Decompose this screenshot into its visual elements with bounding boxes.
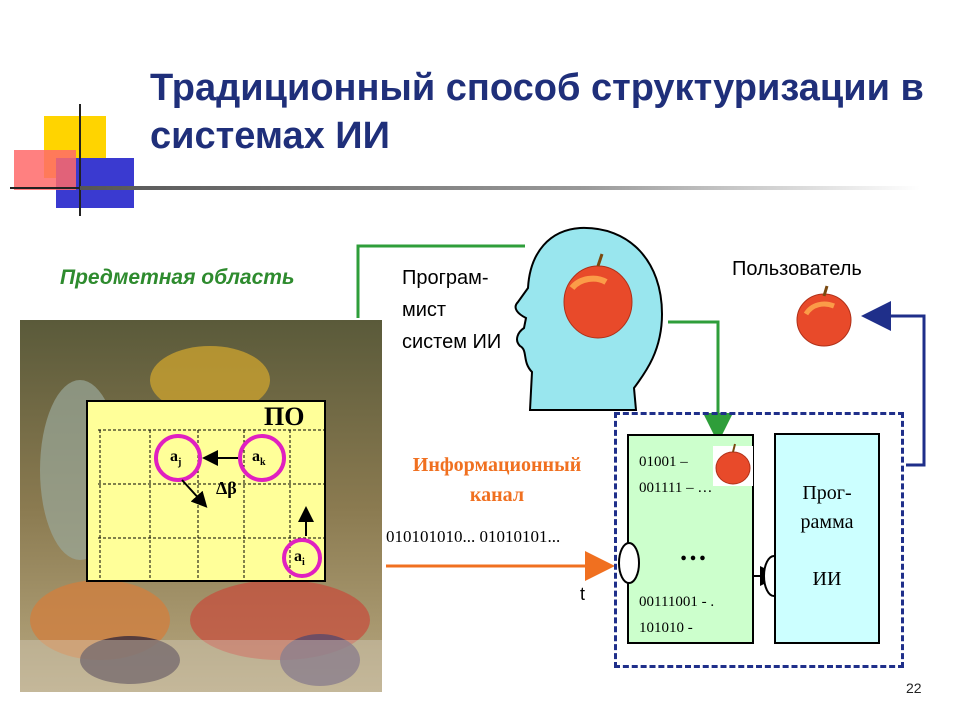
ai-system-boundary [614, 412, 904, 668]
decoration-squares-icon [10, 104, 140, 216]
info-channel-label: Информационный канал [412, 454, 582, 506]
page-title: Традиционный способ структуризации в сис… [150, 67, 924, 157]
po-grid: ПО aj ak ai Δβ [86, 400, 326, 582]
po-label: ПО [264, 402, 305, 431]
user-label: Пользователь [732, 258, 862, 280]
input-port-icon [618, 542, 640, 584]
data-line: 001111 – … [639, 480, 713, 496]
data-line: 101010 - [639, 620, 693, 636]
head-silhouette-icon [514, 226, 664, 411]
green-bracket [356, 244, 525, 318]
delta-beta-label: Δβ [216, 478, 237, 498]
time-axis-label: t [580, 584, 586, 604]
programmer-label: Програм- мист систем ИИ [402, 267, 502, 353]
po-grid-lines [98, 429, 324, 580]
data-ellipsis: … [679, 536, 707, 567]
cell-a-i: ai [294, 548, 305, 569]
title-underline [80, 186, 920, 190]
knowledge-data-box: 01001 – 001111 – … … 00111001 - . 101010… [627, 434, 754, 644]
blue-feedback-arrow [861, 301, 926, 467]
data-apple-icon [713, 443, 753, 486]
user-apple-icon [796, 285, 852, 347]
data-line: 00111001 - . [639, 594, 715, 610]
subject-area-label: Предметная область [60, 266, 295, 289]
ai-program-box: Прог- рамма ИИ [774, 433, 880, 644]
data-line: 01001 – [639, 454, 688, 470]
green-arrow-down [668, 320, 733, 443]
bitstream-text: 010101010... 01010101... [386, 527, 561, 546]
cell-a-k: ak [252, 448, 266, 469]
cell-a-j: aj [170, 448, 182, 469]
title-decoration [10, 100, 140, 220]
page-number: 22 [906, 680, 922, 696]
